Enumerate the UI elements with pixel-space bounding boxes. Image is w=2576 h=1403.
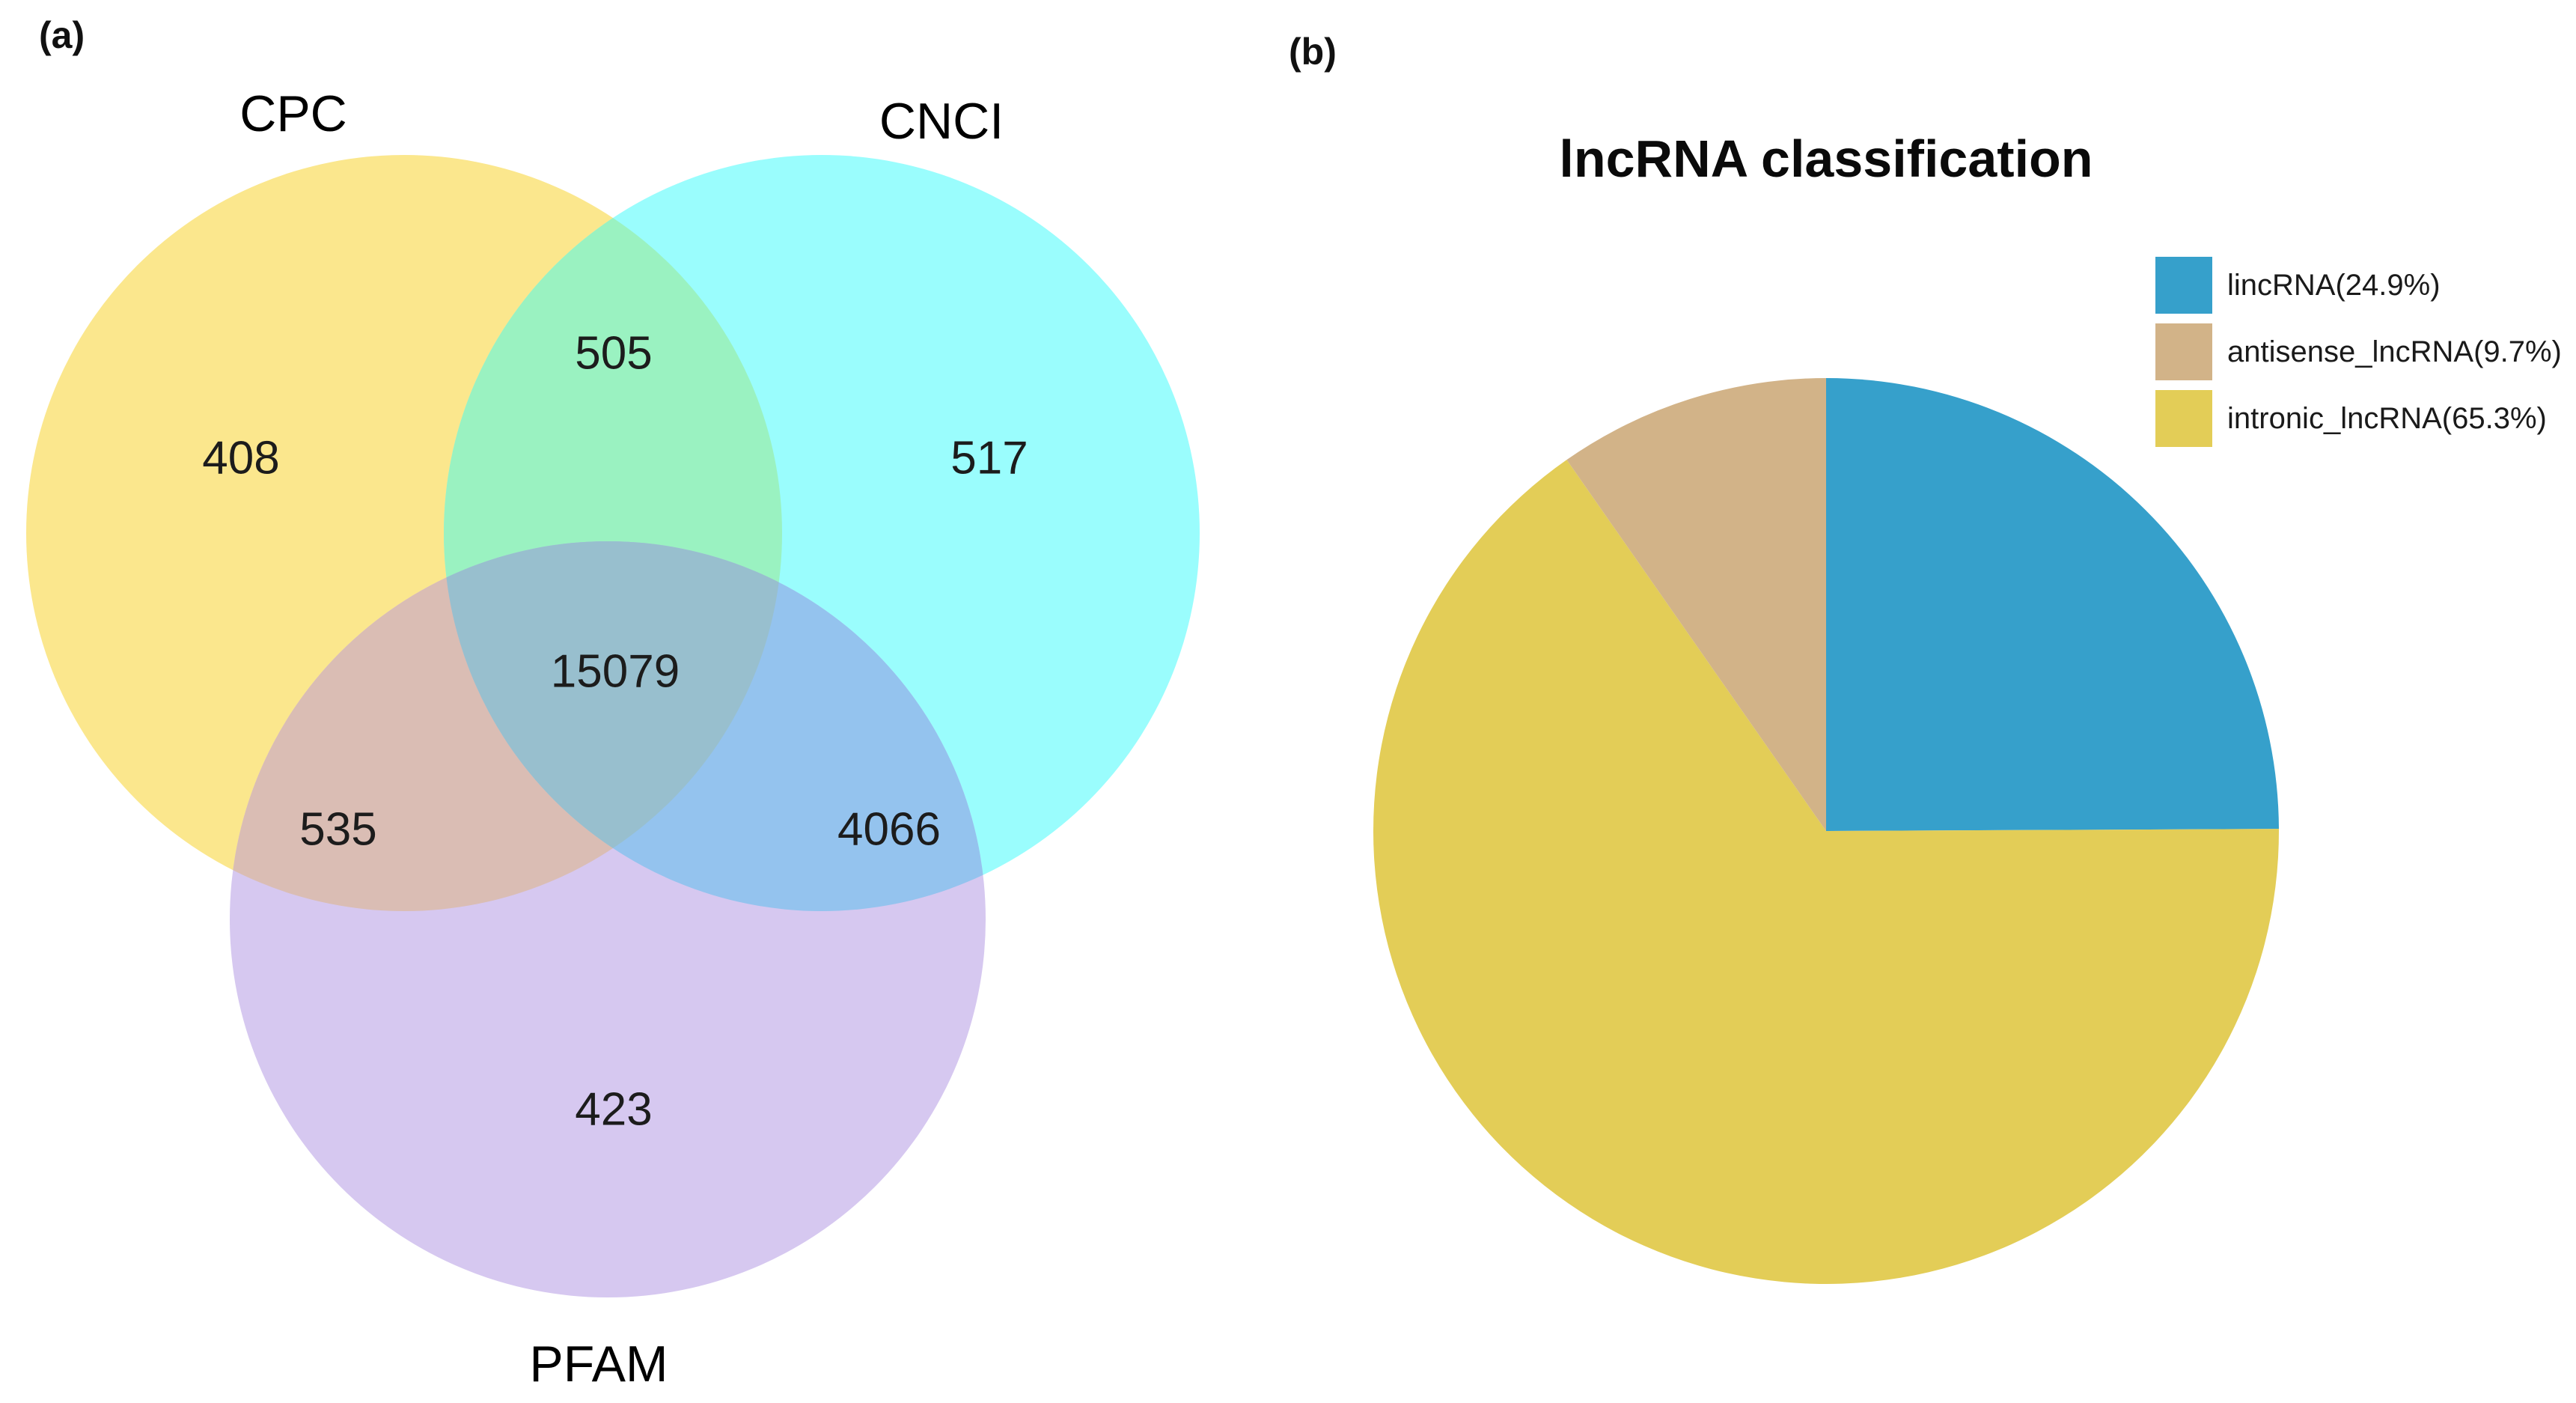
panel-b-label: (b): [1289, 31, 1337, 73]
legend-swatch-lincrna: [2155, 257, 2212, 314]
legend-swatch-intronic-lncrna: [2155, 390, 2212, 447]
venn-set-label-cnci: CNCI: [879, 93, 1004, 150]
legend-label-intronic-lncrna: intronic_lncRNA(65.3%): [2227, 401, 2547, 435]
legend-swatch-antisense-lncrna: [2155, 323, 2212, 380]
venn-set-label-pfam: PFAM: [529, 1336, 668, 1393]
pie-slice-intronic_lncRNA: [1373, 460, 2279, 1285]
venn-count-cpc-pfam: 535: [299, 803, 377, 856]
pie-legend: lincRNA(24.9%) antisense_lncRNA(9.7%) in…: [2155, 257, 2562, 447]
venn-count-cnci-pfam: 4066: [837, 803, 941, 856]
pie-slices: [1373, 378, 2279, 1285]
legend-item-lincrna: lincRNA(24.9%): [2155, 257, 2562, 314]
panel-a-label: (a): [39, 14, 85, 56]
venn-count-center: 15079: [550, 645, 680, 698]
pie-chart-title: lncRNA classification: [1559, 130, 2093, 188]
venn-region-cnci-pfam: [444, 541, 986, 911]
legend-label-lincrna: lincRNA(24.9%): [2227, 268, 2441, 302]
pie-chart: [1373, 378, 2279, 1285]
legend-label-antisense-lncrna: antisense_lncRNA(9.7%): [2227, 335, 2562, 368]
venn-set-label-cpc: CPC: [239, 85, 347, 142]
pie-slice-lincRNA: [1826, 378, 2279, 831]
venn-diagram: [26, 155, 1200, 1297]
pie-slice-antisense_lncRNA: [1566, 378, 1826, 831]
legend-item-intronic-lncrna: intronic_lncRNA(65.3%): [2155, 390, 2562, 447]
legend-item-antisense-lncrna: antisense_lncRNA(9.7%): [2155, 323, 2562, 380]
venn-count-pfam-only: 423: [575, 1083, 653, 1136]
venn-count-cnci-only: 517: [950, 432, 1028, 484]
venn-count-cpc-only: 408: [202, 432, 280, 484]
venn-count-cpc-cnci: 505: [575, 327, 653, 380]
venn-region-cpc-pfam: [230, 541, 782, 911]
